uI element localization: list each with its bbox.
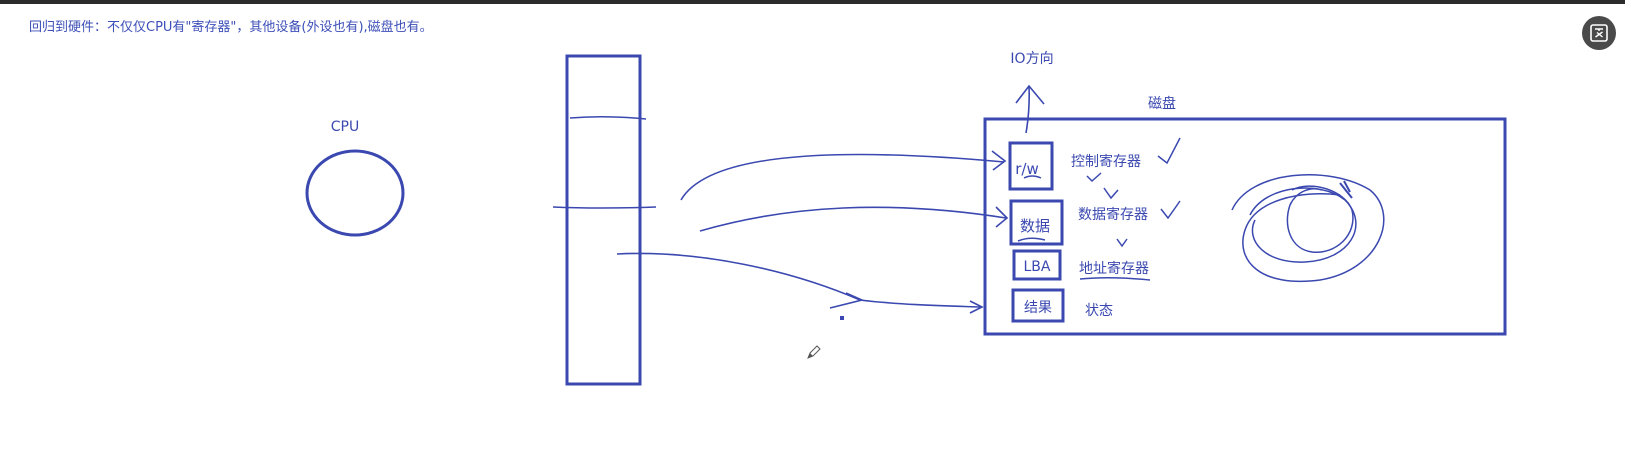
register-box-label-lba: LBA xyxy=(1024,259,1051,275)
arrow-to-result-head-mid xyxy=(829,292,865,309)
bus-divider-top xyxy=(569,115,647,120)
register-box-rw xyxy=(1008,141,1054,191)
bus-column xyxy=(552,54,657,386)
register-box-label-data: 数据 xyxy=(1020,217,1050,235)
register-box-label-result: 结果 xyxy=(1024,300,1052,316)
register-result: 结果 状态 xyxy=(1011,288,1113,323)
translate-button[interactable] xyxy=(1582,16,1616,50)
io-direction-label: IO方向 xyxy=(1010,51,1053,67)
top-bar xyxy=(0,0,1625,4)
register-box-lba xyxy=(1012,249,1062,281)
platter-scratch xyxy=(1339,180,1353,199)
register-desc-lba: 地址寄存器 xyxy=(1079,260,1149,277)
register-box-result xyxy=(1011,288,1065,323)
arrow-to-result-head xyxy=(969,300,984,314)
register-rw: r/w 控制寄存器 xyxy=(1008,141,1141,191)
platter-scribble xyxy=(1231,174,1385,283)
arrow-to-rw xyxy=(680,153,1005,201)
cpu-group: CPU xyxy=(305,119,405,237)
arrow-to-data-head xyxy=(995,206,1009,228)
bus-rect xyxy=(565,54,642,386)
connection-arrows xyxy=(616,150,1009,320)
register-desc-result: 状态 xyxy=(1085,303,1113,319)
arrow-to-data xyxy=(699,206,1007,232)
bus-divider-mid xyxy=(552,206,657,209)
register-data: 数据 数据寄存器 xyxy=(1009,199,1148,246)
platter-inner xyxy=(1286,185,1354,253)
note-text: 回归到硬件：不仅仅CPU有"寄存器"，其他设备(外设也有),磁盘也有。 xyxy=(29,20,433,35)
arrow-to-rw-head xyxy=(991,150,1007,171)
io-arrow-shaft xyxy=(1025,85,1030,134)
io-arrow-head xyxy=(1015,84,1045,105)
check-mark-3 xyxy=(1103,187,1119,200)
io-direction-group: IO方向 xyxy=(1010,51,1054,134)
check-marks xyxy=(1086,137,1181,248)
register-box-data xyxy=(1009,199,1064,246)
lba-desc-underline xyxy=(1079,276,1151,281)
pen-cursor-icon xyxy=(807,345,821,359)
disk-group: 磁盘 r/w 控制寄存器 数据 数据寄存器 LBA 地址寄存器 结果 状态 xyxy=(983,95,1507,336)
check-mark-4 xyxy=(1160,200,1181,220)
disk-label: 磁盘 xyxy=(1148,95,1176,112)
check-mark-5 xyxy=(1116,238,1128,248)
platter-outer xyxy=(1231,174,1385,283)
cpu-circle xyxy=(305,149,405,237)
arrow-to-result xyxy=(616,252,981,308)
register-box-label-rw: r/w xyxy=(1015,160,1039,178)
platter-middle xyxy=(1249,187,1357,263)
translate-icon xyxy=(1590,24,1608,42)
register-lba: LBA 地址寄存器 xyxy=(1012,249,1151,281)
cpu-label: CPU xyxy=(331,119,359,135)
disk-rect xyxy=(983,117,1507,336)
register-desc-rw: 控制寄存器 xyxy=(1071,153,1141,170)
rw-underline xyxy=(1023,175,1042,179)
check-mark-1 xyxy=(1157,137,1181,165)
stray-dot xyxy=(840,316,844,320)
check-mark-2 xyxy=(1086,172,1102,183)
register-desc-data: 数据寄存器 xyxy=(1078,206,1148,223)
data-underline xyxy=(1017,237,1046,242)
